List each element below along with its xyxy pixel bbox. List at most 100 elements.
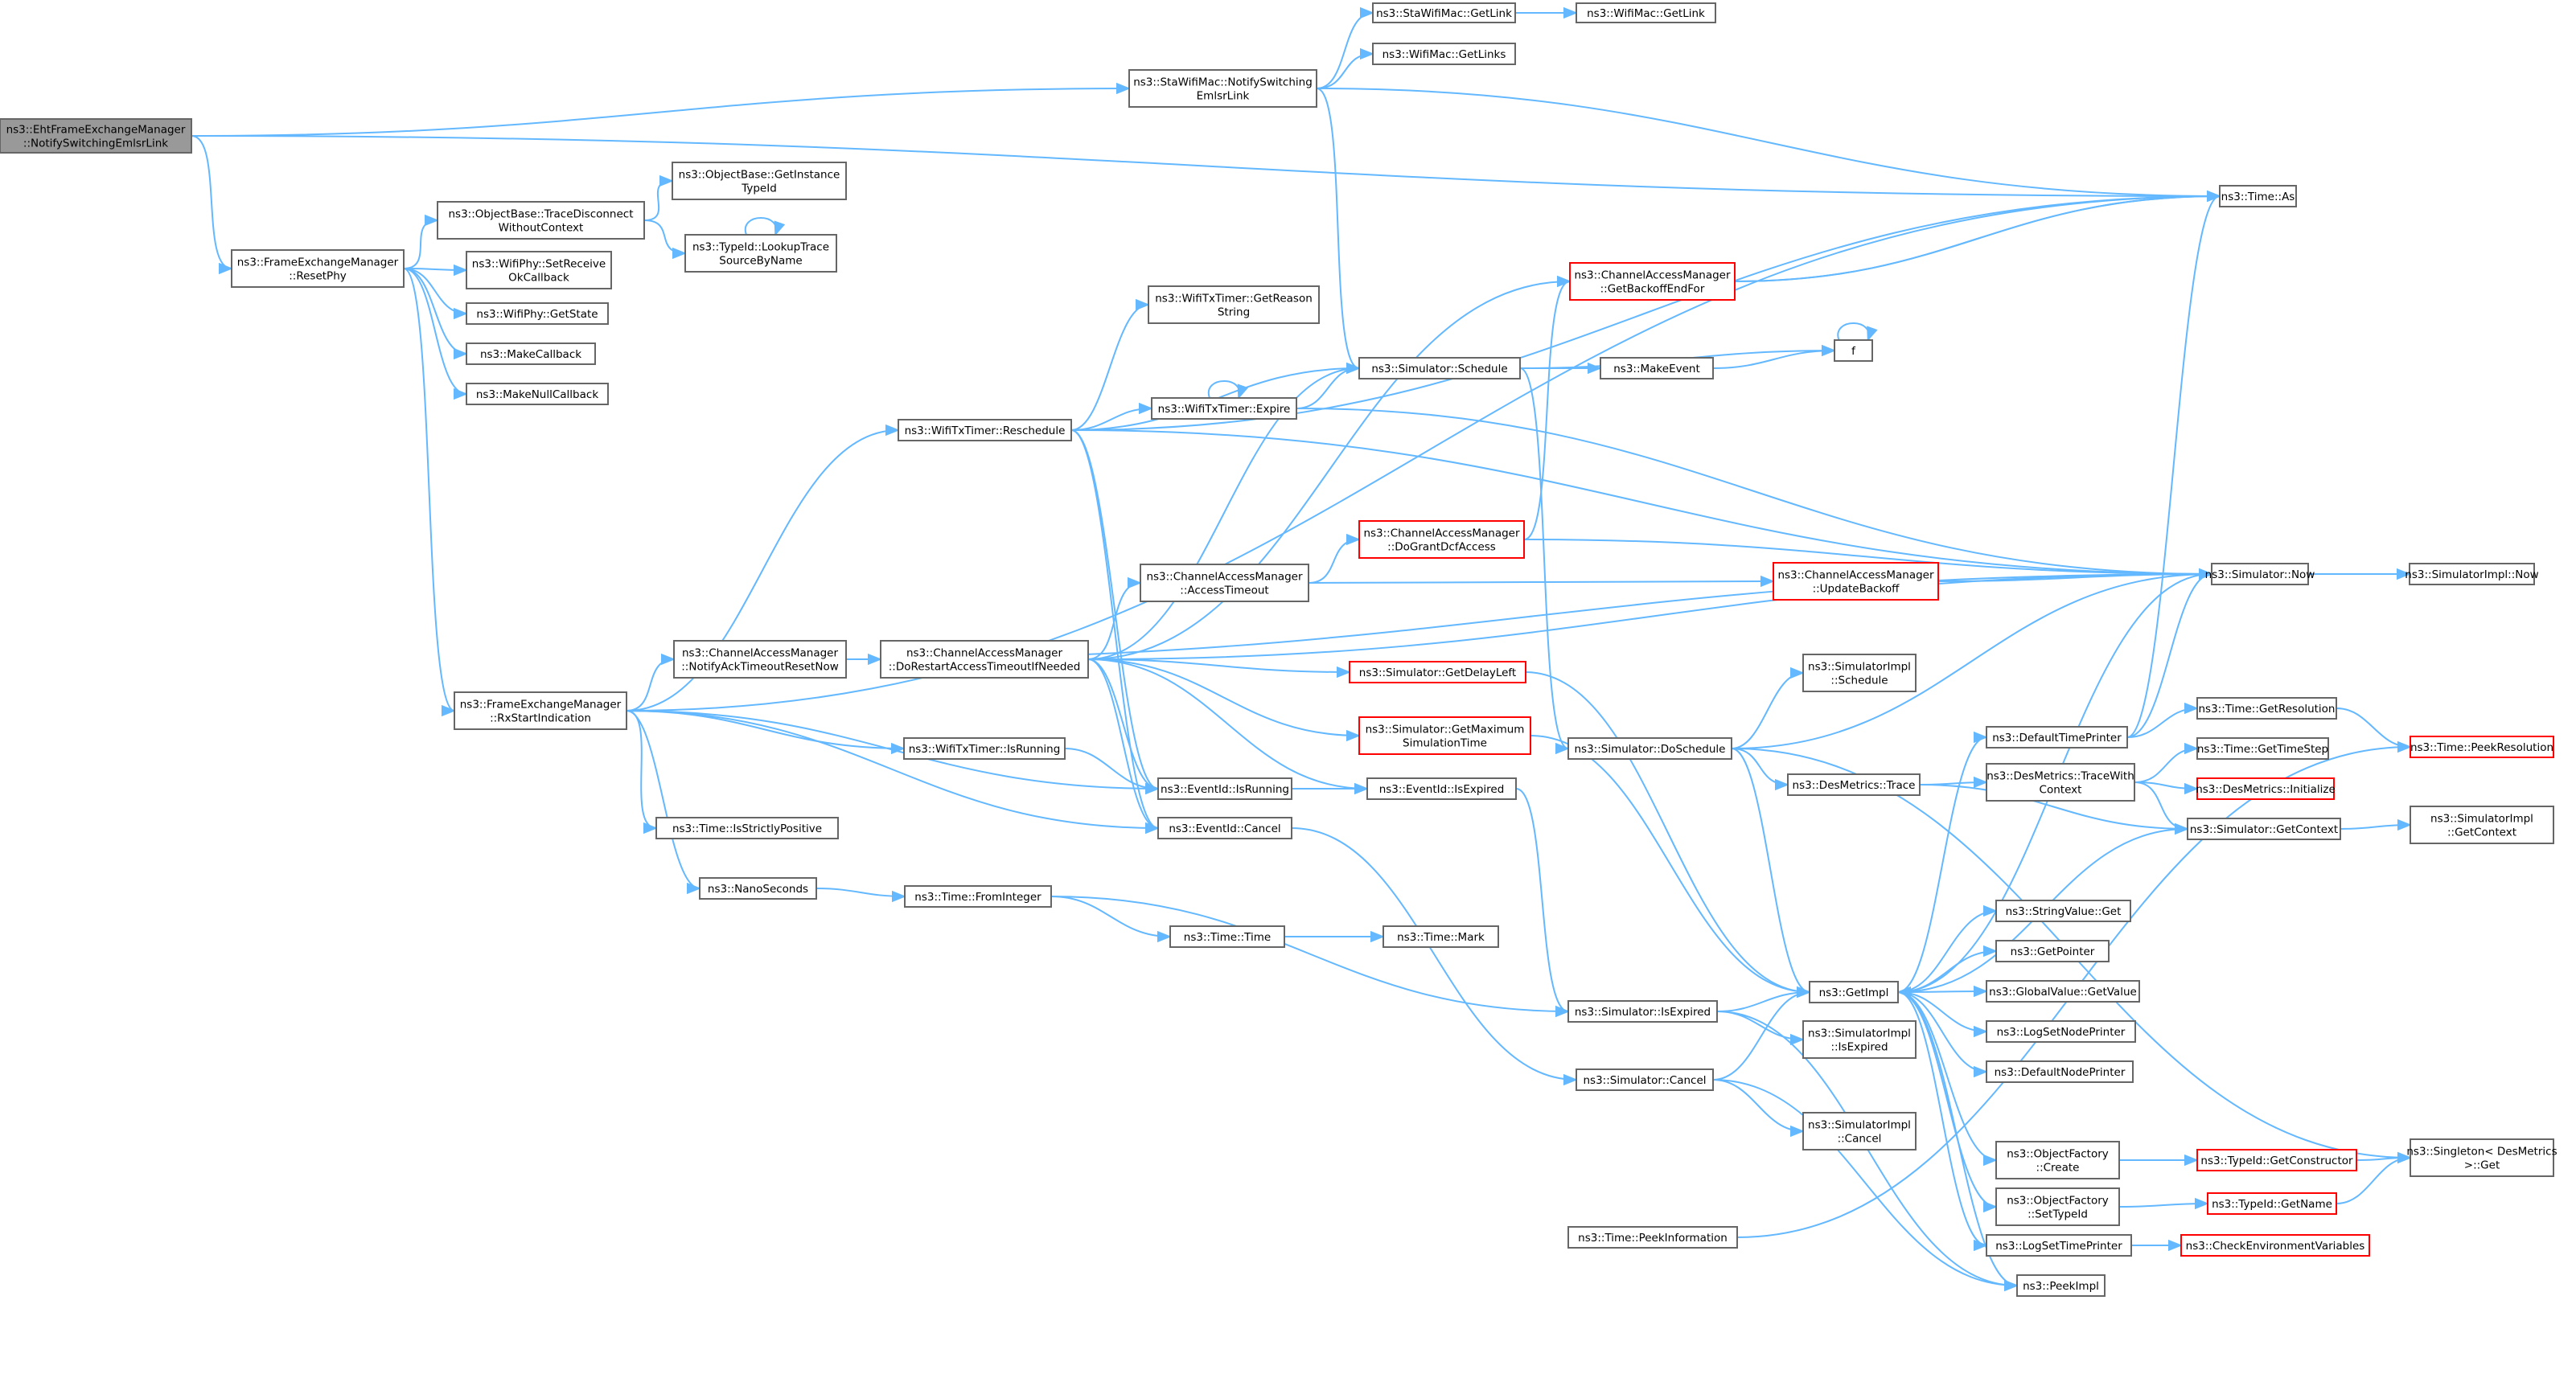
node-box <box>880 640 1089 679</box>
function-node-type-id-get-name[interactable]: ns3::TypeId::GetName <box>2207 1192 2337 1215</box>
node-label: ::DoGrantDcfAccess <box>1387 541 1496 554</box>
function-node-get-constructor[interactable]: ns3::TypeId::GetConstructor <box>2196 1149 2357 1171</box>
function-node-is-strictly-pos[interactable]: ns3::Time::IsStrictlyPositive <box>655 817 839 839</box>
function-node-log-set-node-printer[interactable]: ns3::LogSetNodePrinter <box>1986 1020 2136 1043</box>
call-edge <box>626 710 658 835</box>
function-node-sim-now[interactable]: ns3::Simulator::Now <box>2205 563 2315 585</box>
node-box <box>466 383 609 405</box>
function-node-sim-impl-schedule[interactable]: ns3::SimulatorImpl::Schedule <box>1802 654 1917 692</box>
node-label: ::Create <box>2036 1162 2080 1175</box>
call-edge <box>1525 671 1811 999</box>
function-node-sim-get-context[interactable]: ns3::Simulator::GetContext <box>2187 818 2341 840</box>
function-node-peek-impl[interactable]: ns3::PeekImpl <box>2016 1274 2106 1297</box>
function-node-update-backoff[interactable]: ns3::ChannelAccessManager::UpdateBackoff <box>1773 562 1939 601</box>
function-node-sim-cancel[interactable]: ns3::Simulator::Cancel <box>1576 1068 1714 1091</box>
node-label: ns3::Time::GetTimeStep <box>2197 743 2328 756</box>
function-node-make-callback[interactable]: ns3::MakeCallback <box>466 342 596 365</box>
function-node-peek-resolution[interactable]: ns3::Time::PeekResolution <box>2410 736 2554 758</box>
recursive-call-edge <box>1207 380 1249 400</box>
function-node-sim-impl-is-expired[interactable]: ns3::SimulatorImpl::IsExpired <box>1802 1020 1917 1059</box>
function-node-get-time-step[interactable]: ns3::Time::GetTimeStep <box>2196 737 2329 760</box>
function-node-get-backoff-end-for[interactable]: ns3::ChannelAccessManager::GetBackoffEnd… <box>1569 262 1736 301</box>
function-node-wifi-mac-get-links[interactable]: ns3::WifiMac::GetLinks <box>1372 43 1516 65</box>
function-node-notify-ack[interactable]: ns3::ChannelAccessManager::NotifyAckTime… <box>673 640 847 679</box>
node-box <box>1986 980 2140 1003</box>
function-node-from-integer[interactable]: ns3::Time::FromInteger <box>904 885 1052 908</box>
function-node-ev-is-running[interactable]: ns3::EventId::IsRunning <box>1157 777 1292 800</box>
function-node-des-trace[interactable]: ns3::DesMetrics::Trace <box>1787 773 1921 796</box>
function-node-singleton-get[interactable]: ns3::Singleton< DesMetrics>::Get <box>2406 1138 2558 1177</box>
call-edge <box>1050 896 1172 943</box>
node-box <box>1169 925 1285 948</box>
function-node-string-value-get[interactable]: ns3::StringValue::Get <box>1995 900 2131 922</box>
function-node-obj-factory-set-type-id[interactable]: ns3::ObjectFactory::SetTypeId <box>1995 1187 2120 1226</box>
call-edge <box>1087 658 1160 835</box>
call-edge <box>1897 991 1988 1252</box>
node-box <box>466 302 609 325</box>
call-edge <box>626 190 2221 712</box>
function-node-default-time-printer[interactable]: ns3::DefaultTimePrinter <box>1986 726 2128 749</box>
function-node-log-set-time-printer[interactable]: ns3::LogSetTimePrinter <box>1986 1234 2132 1257</box>
function-node-sim-schedule[interactable]: ns3::Simulator::Schedule <box>1358 357 1521 379</box>
function-node-check-env-vars[interactable]: ns3::CheckEnvironmentVariables <box>2180 1234 2370 1257</box>
function-node-sim-is-expired[interactable]: ns3::Simulator::IsExpired <box>1567 1000 1718 1023</box>
function-node-root[interactable]: ns3::EhtFrameExchangeManager::NotifySwit… <box>0 118 192 154</box>
function-node-wifi-mac-get-link[interactable]: ns3::WifiMac::GetLink <box>1576 2 1716 23</box>
node-box <box>437 201 645 240</box>
function-node-get-delay-left[interactable]: ns3::Simulator::GetDelayLeft <box>1349 661 1526 683</box>
function-node-time-mark[interactable]: ns3::Time::Mark <box>1382 925 1499 948</box>
function-node-f-node[interactable]: f <box>1834 339 1873 362</box>
function-node-do-schedule[interactable]: ns3::Simulator::DoSchedule <box>1567 737 1732 760</box>
function-node-tx-timer-expire[interactable]: ns3::WifiTxTimer::Expire <box>1151 397 1297 420</box>
node-label: ns3::FrameExchangeManager <box>237 256 399 269</box>
node-box <box>1995 1187 2120 1226</box>
function-node-tx-timer-reschedule[interactable]: ns3::WifiTxTimer::Reschedule <box>898 419 1072 441</box>
function-node-rx-start[interactable]: ns3::FrameExchangeManager::RxStartIndica… <box>454 691 627 730</box>
function-node-time-as[interactable]: ns3::Time::As <box>2219 185 2297 207</box>
function-node-trace-disc[interactable]: ns3::ObjectBase::TraceDisconnectWithoutC… <box>437 201 645 240</box>
function-node-make-event[interactable]: ns3::MakeEvent <box>1600 357 1714 379</box>
function-node-default-node-printer[interactable]: ns3::DefaultNodePrinter <box>1986 1060 2134 1083</box>
function-node-get-pointer[interactable]: ns3::GetPointer <box>1995 940 2110 962</box>
function-node-nano-seconds[interactable]: ns3::NanoSeconds <box>699 877 817 900</box>
function-node-sim-impl-cancel[interactable]: ns3::SimulatorImpl::Cancel <box>1802 1112 1917 1150</box>
node-label: OkCallback <box>508 272 569 285</box>
node-label: TypeId <box>741 183 777 195</box>
function-node-sim-impl-get-context[interactable]: ns3::SimulatorImpl::GetContext <box>2410 806 2554 844</box>
function-node-make-null-callback[interactable]: ns3::MakeNullCallback <box>466 383 609 405</box>
node-label: ns3::ObjectBase::TraceDisconnect <box>448 208 633 221</box>
function-node-des-init[interactable]: ns3::DesMetrics::Initialize <box>2196 777 2336 800</box>
node-box <box>1157 817 1292 839</box>
function-node-ev-cancel[interactable]: ns3::EventId::Cancel <box>1157 817 1292 839</box>
function-node-wifi-phy-get-state[interactable]: ns3::WifiPhy::GetState <box>466 302 609 325</box>
function-node-peek-information[interactable]: ns3::Time::PeekInformation <box>1567 1226 1738 1249</box>
function-node-sim-impl-now[interactable]: ns3::SimulatorImpl::Now <box>2405 563 2539 585</box>
call-edge <box>1712 1079 1805 1138</box>
function-node-do-grant-dcf[interactable]: ns3::ChannelAccessManager::DoGrantDcfAcc… <box>1358 520 1525 559</box>
node-box <box>1986 726 2128 749</box>
function-node-obj-factory-create[interactable]: ns3::ObjectFactory::Create <box>1995 1141 2120 1179</box>
node-label: >::Get <box>2464 1159 2500 1172</box>
call-edge <box>1519 367 1570 755</box>
function-node-sta-get-link[interactable]: ns3::StaWifiMac::GetLink <box>1372 2 1516 23</box>
function-node-do-restart[interactable]: ns3::ChannelAccessManager::DoRestartAcce… <box>880 640 1089 679</box>
node-label: ns3::ObjectFactory <box>2007 1195 2109 1208</box>
node-label: ns3::Time::GetResolution <box>2198 703 2335 716</box>
function-node-time-time[interactable]: ns3::Time::Time <box>1169 925 1285 948</box>
function-node-reset-phy[interactable]: ns3::FrameExchangeManager::ResetPhy <box>231 249 405 288</box>
function-node-global-value-get[interactable]: ns3::GlobalValue::GetValue <box>1986 980 2140 1003</box>
function-node-get-impl[interactable]: ns3::GetImpl <box>1809 981 1899 1003</box>
function-node-sta-notify[interactable]: ns3::StaWifiMac::NotifySwitchingEmlsrLin… <box>1128 69 1317 108</box>
function-node-access-timeout[interactable]: ns3::ChannelAccessManager::AccessTimeout <box>1140 564 1309 602</box>
function-node-get-resolution[interactable]: ns3::Time::GetResolution <box>2196 697 2337 720</box>
function-node-ev-is-expired[interactable]: ns3::EventId::IsExpired <box>1366 777 1517 800</box>
node-label: ns3::GlobalValue::GetValue <box>1989 986 2137 999</box>
function-node-tx-is-running[interactable]: ns3::WifiTxTimer::IsRunning <box>903 737 1066 760</box>
node-label: ns3::SimulatorImpl <box>1808 661 1911 674</box>
